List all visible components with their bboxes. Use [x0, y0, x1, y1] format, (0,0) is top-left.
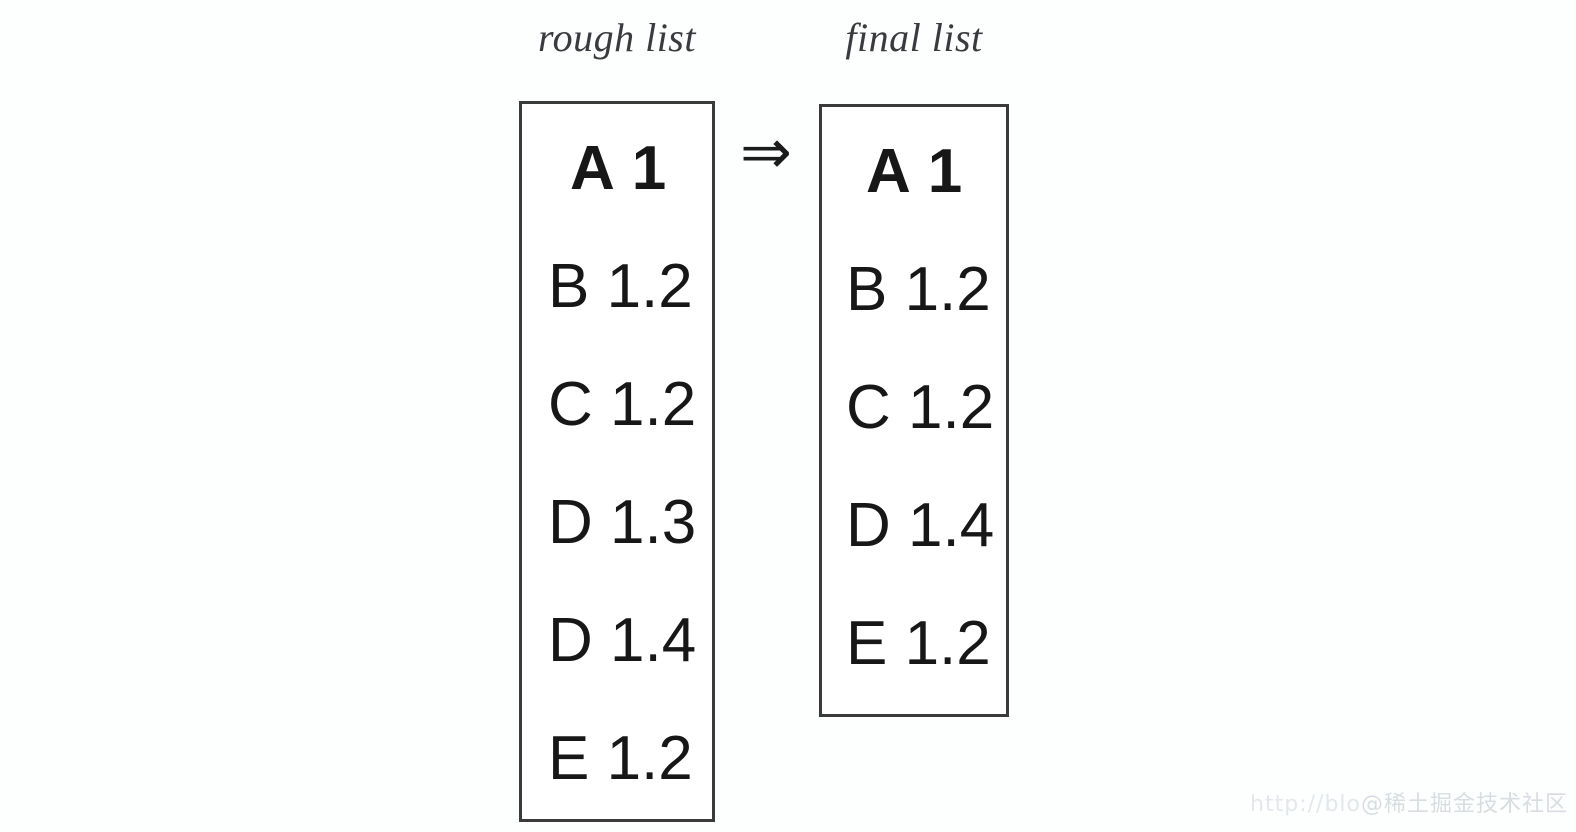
watermark-handle: @稀土掘金技术社区: [1360, 792, 1568, 817]
list-item: E 1.2: [846, 609, 991, 678]
list-item: D 1.3: [548, 488, 697, 557]
list-item: C 1.2: [548, 370, 697, 439]
list-item: D 1.4: [846, 491, 995, 560]
rough-list-box: A 1 B 1.2 C 1.2 D 1.3 D 1.4 E 1.2: [519, 101, 715, 822]
list-item: E 1.2: [548, 724, 693, 793]
column-label-final-list: final list: [845, 15, 983, 60]
list-item: A 1: [866, 137, 964, 206]
list-item: B 1.2: [846, 255, 991, 324]
watermark: http://blo@稀土掘金技术社区: [1250, 786, 1568, 818]
column-label-rough-list: rough list: [538, 15, 696, 60]
rough-list-rows: A 1 B 1.2 C 1.2 D 1.3 D 1.4 E 1.2: [522, 104, 712, 819]
list-item: A 1: [570, 134, 668, 203]
double-right-arrow-icon: ⇒: [740, 115, 792, 188]
list-item: B 1.2: [548, 252, 693, 321]
final-list-rows: A 1 B 1.2 C 1.2 D 1.4 E 1.2: [822, 107, 1006, 714]
watermark-url: http://blo: [1250, 792, 1361, 817]
list-item: C 1.2: [846, 373, 995, 442]
final-list-box: A 1 B 1.2 C 1.2 D 1.4 E 1.2: [819, 104, 1009, 717]
list-item: D 1.4: [548, 606, 697, 675]
